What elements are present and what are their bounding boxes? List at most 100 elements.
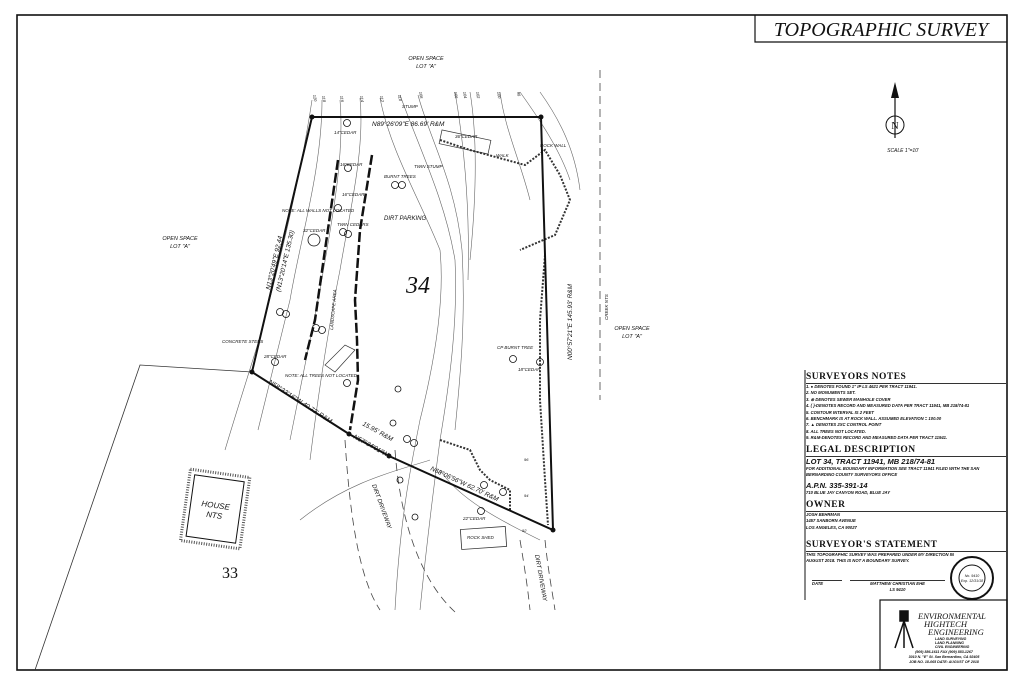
company-name-3: ENGINEERING bbox=[928, 627, 984, 637]
note-5: 5. CONTOUR INTERVAL IS 2 FEET bbox=[806, 409, 874, 415]
open-space-east: OPEN SPACE bbox=[614, 326, 650, 332]
signer-license: LS 9410 bbox=[889, 587, 906, 593]
label-cedar-36: 36"CEDAR bbox=[455, 134, 478, 139]
surveyors-statement: SURVEYOR'S STATEMENT THIS TOPOGRAPHIC SU… bbox=[806, 540, 1006, 565]
surveyors-notes-heading: SURVEYORS NOTES bbox=[806, 372, 1006, 384]
label-twin-stump: TWIN STUMP bbox=[414, 164, 443, 169]
contour-label: 102 bbox=[475, 91, 481, 99]
contour-label: 112 bbox=[379, 95, 385, 103]
label-concrete-steps: CONCRETE STEPS bbox=[222, 339, 263, 344]
label-cedar-14: 14"CEDAR bbox=[334, 130, 357, 135]
label-cedar-22: 22"CEDAR bbox=[462, 516, 486, 521]
stone-walls bbox=[439, 139, 572, 526]
surveyors-statement-heading: SURVEYOR'S STATEMENT bbox=[806, 540, 1006, 552]
stairs bbox=[324, 129, 492, 373]
lot-33-boundary bbox=[34, 364, 253, 671]
service-3: CIVIL ENGINEERING bbox=[935, 645, 970, 649]
contour-label: 114 bbox=[359, 95, 365, 103]
contour-label: 110 bbox=[397, 94, 403, 102]
lot-34-number: 34 bbox=[405, 273, 430, 299]
bearing-sw-1: N58°33'16"W 40.73' R&M bbox=[267, 378, 334, 425]
label-dirt-driveway-1: DIRT DRIVEWAY bbox=[370, 484, 392, 531]
legal-apn: A.P.N. 335-391-14 bbox=[806, 480, 868, 490]
label-note-trees: NOTE: ALL TREES NOT LOCATED bbox=[285, 373, 358, 378]
contour-label: 94 bbox=[524, 493, 529, 498]
legal-note: FOR ADDITIONAL BOUNDARY INFORMATION SEE … bbox=[806, 466, 980, 478]
label-burnt-tree: CP BURNT TREE bbox=[497, 345, 534, 350]
signer-name: MATTHEW CHRISTIAN EHE bbox=[870, 581, 925, 586]
tripod-logo-icon bbox=[894, 610, 914, 649]
owner-line-3: LOS ANGELES, CA 90027 bbox=[806, 524, 857, 530]
property-corners bbox=[249, 114, 556, 533]
open-space-north-lot: LOT "A" bbox=[416, 64, 437, 70]
label-cedar-28: 28"CEDAR bbox=[263, 354, 287, 359]
label-rock-shed: ROCK SHED bbox=[467, 535, 495, 540]
label-landscape-area: LANDSCAPE AREA bbox=[329, 289, 338, 330]
contour-label: 120 bbox=[312, 94, 318, 102]
title-box bbox=[754, 15, 1007, 43]
label-twin-cedars: TWIN CEDARS bbox=[337, 222, 369, 227]
company-services: LAND SURVEYING LAND PLANNING CIVIL ENGIN… bbox=[935, 637, 969, 649]
legal-description: LEGAL DESCRIPTION LOT 34, TRACT 11941, M… bbox=[806, 445, 1006, 496]
sheet-border bbox=[16, 14, 1008, 671]
label-cedar-32: 32"CEDAR bbox=[303, 228, 326, 233]
bearing-north: N89°26'09"E 86.69' R&M bbox=[372, 120, 445, 128]
company-contact: (909) 886-1611 FAX (909) 883-1267 3010 N… bbox=[882, 650, 1006, 665]
surveyor-seal: No. 9410 Exp. 12/31/18 bbox=[950, 556, 994, 600]
label-cedar-16a: 16"CEDAR bbox=[340, 162, 363, 167]
label-note-walls: NOTE: ALL WALLS NOT LOCATED bbox=[282, 208, 355, 213]
label-dirt-driveway-2: DIRT DRIVEWAY bbox=[533, 554, 547, 602]
company-job: JOB NO. 18-065 DATE: AUGUST OF 2018 bbox=[909, 660, 979, 664]
house-nts: NTS bbox=[206, 510, 224, 521]
driveway-edges bbox=[344, 70, 601, 613]
bearing-east: N00°57'21"E 145.93' R&M bbox=[566, 283, 574, 360]
owner-line-1: JOSH BEHRMAN bbox=[806, 512, 840, 517]
company-name-1: ENVIRONMENTAL bbox=[918, 611, 986, 621]
note-2: 2. NO MONUMENTS SET. bbox=[806, 390, 856, 396]
company-logo-text: ENVIRONMENTAL HIGHTECH ENGINEERING bbox=[918, 611, 1006, 637]
north-arrow-icon: N SCALE 1"=10' bbox=[885, 82, 920, 154]
contour-label: 106 bbox=[453, 91, 459, 99]
label-dirt-parking: DIRT PARKING bbox=[384, 216, 426, 222]
label-rock-wall: ROCK WALL bbox=[540, 143, 567, 148]
legal-address: 710 BLUE JAY CANYON ROAD, BLUE JAY bbox=[806, 489, 890, 495]
note-6: 6. BENCHMARK IS AT ROCK WALL. ASSUMED EL… bbox=[806, 416, 942, 422]
company-name-2: HIGHTECH bbox=[924, 619, 967, 629]
open-space-west: OPEN SPACE bbox=[162, 236, 198, 242]
owner-line-2: 1457 SANBORN AVENUE bbox=[806, 518, 856, 524]
scale-label: SCALE 1"=10' bbox=[887, 148, 920, 154]
company-box bbox=[879, 599, 1008, 671]
contour-labels: 120 118 116 114 112 110 108 106 104 102 … bbox=[312, 91, 529, 533]
house-label: HOUSE bbox=[201, 499, 231, 512]
open-space-west-lot: LOT "A" bbox=[170, 244, 191, 250]
contour-label: 98 bbox=[516, 91, 522, 97]
company-address: 3010 N. "E" St. San Bernardino, CA 92405 bbox=[908, 655, 980, 659]
date-label: DATE bbox=[812, 581, 824, 586]
contour-label: 104 bbox=[462, 91, 468, 99]
owner-heading: OWNER bbox=[806, 500, 1006, 512]
service-2: LAND PLANNING bbox=[935, 641, 964, 645]
note-4: 4. ( )-DENOTES RECORD AND MEASURED DATA … bbox=[806, 403, 970, 409]
label-cedar-18: 18"CEDAR bbox=[518, 367, 541, 372]
label-walk: WALK bbox=[496, 153, 510, 158]
note-1: 1. ● DENOTES FOUND 1" IP LS 4621 PER TRA… bbox=[806, 384, 917, 389]
contour-label: 96 bbox=[524, 457, 529, 462]
note-8: 8. ALL TREES NOT LOCATED. bbox=[806, 428, 866, 434]
rock-shed bbox=[459, 525, 508, 550]
note-7: 7. ▲ DENOTES 2XC CONTROL POINT bbox=[806, 422, 882, 428]
label-creek: CREEK NTS bbox=[604, 294, 609, 320]
note-9: 9. R&M-DENOTES RECORD AND MEASURED DATA … bbox=[806, 435, 948, 441]
legal-description-heading: LEGAL DESCRIPTION bbox=[806, 445, 1006, 457]
lot-33-number: 33 bbox=[222, 565, 238, 582]
seal-number: No. 9410 bbox=[965, 574, 980, 578]
open-space-north: OPEN SPACE bbox=[408, 56, 444, 62]
company-phone: (909) 886-1611 FAX (909) 883-1267 bbox=[915, 650, 973, 654]
house: HOUSE NTS bbox=[178, 467, 252, 551]
north-letter: N bbox=[891, 121, 898, 132]
seal-expiration: Exp. 12/31/18 bbox=[961, 579, 983, 583]
contour-label: 92 bbox=[522, 528, 527, 533]
service-1: LAND SURVEYING bbox=[935, 637, 967, 641]
open-space-east-lot: LOT "A" bbox=[622, 334, 643, 340]
contour-label: 116 bbox=[339, 95, 345, 103]
